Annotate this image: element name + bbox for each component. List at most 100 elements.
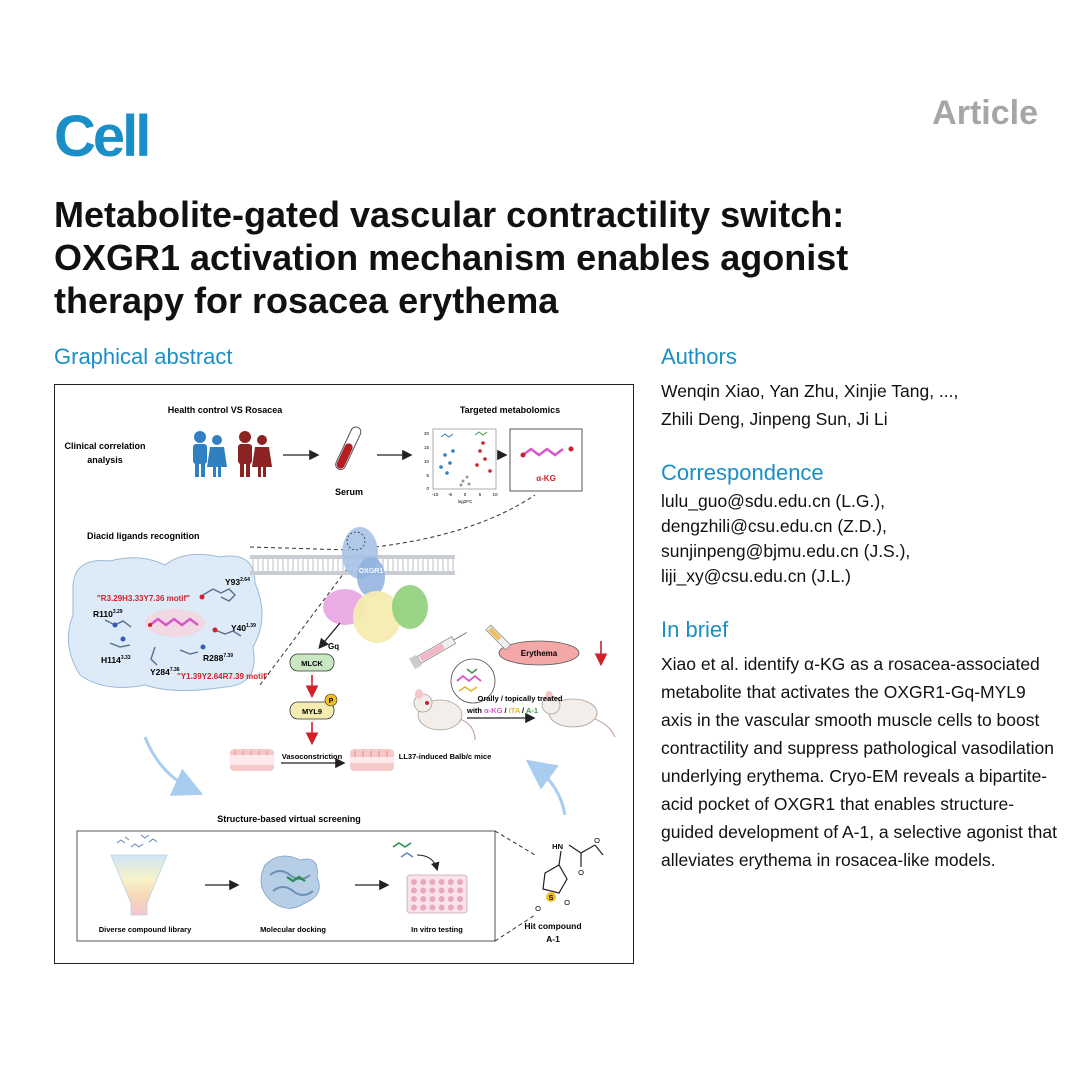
clinical-label-line1: Clinical correlation bbox=[64, 441, 145, 451]
library-label: Diverse compound library bbox=[99, 925, 192, 934]
treatment-compound-icon bbox=[450, 658, 496, 704]
volcano-ytick: 15 bbox=[424, 445, 430, 450]
vessel-before-icon bbox=[230, 749, 274, 771]
plate-well bbox=[438, 887, 445, 894]
authors-heading: Authors bbox=[661, 344, 737, 369]
targeted-metabolomics-label: Targeted metabolomics bbox=[460, 405, 560, 415]
plate-well bbox=[429, 904, 436, 911]
rosacea-people-icon bbox=[238, 431, 272, 477]
myl9-node bbox=[289, 701, 335, 720]
residue-y93: Y932.64 bbox=[225, 577, 250, 587]
journal-logo: Cell bbox=[54, 104, 151, 169]
email-1[interactable]: lulu_guo@sdu.edu.cn (L.G.), bbox=[661, 491, 886, 511]
in-brief-text: Xiao et al. identify α-KG as a rosacea-a… bbox=[661, 654, 1057, 870]
vessel-after-icon bbox=[350, 749, 394, 771]
sulfonyl-o2-label: O bbox=[564, 898, 570, 907]
docking-label: Molecular docking bbox=[260, 925, 326, 934]
volcano-ytick: 10 bbox=[424, 459, 430, 464]
diacid-title: Diacid ligands recognition bbox=[87, 531, 200, 541]
title-line-1: Metabolite-gated vascular contractility … bbox=[54, 194, 845, 235]
mlck-node bbox=[289, 653, 335, 672]
hit-compound-id: A-1 bbox=[546, 934, 560, 944]
phospho-icon bbox=[324, 693, 338, 707]
article-type-label: Article bbox=[932, 94, 1038, 132]
plate-well bbox=[429, 896, 436, 902]
health-people-icon bbox=[193, 431, 227, 477]
hit-compound-label: Hit compound bbox=[524, 921, 581, 931]
screening-title: Structure-based virtual screening bbox=[217, 814, 361, 824]
mouse-untreated-icon bbox=[413, 689, 476, 741]
volcano-ytick: 20 bbox=[424, 431, 430, 436]
in-brief-heading: In brief bbox=[661, 617, 729, 642]
mouse-treated-icon bbox=[541, 691, 616, 738]
ligand-icon bbox=[149, 617, 199, 627]
plate-well bbox=[447, 904, 454, 911]
volcano-plot: 20 15 10 5 0 -10 -5 0 5 10 log2FC bbox=[424, 428, 498, 504]
oxgr1-receptor-structure: OXGR1 bbox=[342, 527, 385, 597]
erythema-label: Erythema bbox=[521, 649, 558, 658]
serum-label: Serum bbox=[335, 487, 363, 497]
volcano-ytick: 0 bbox=[426, 486, 429, 491]
akg-label: α-KG bbox=[536, 474, 556, 483]
well-plate-icon bbox=[392, 842, 468, 914]
plate-well bbox=[457, 896, 463, 902]
graphical-abstract-svg: Health control VS Rosacea Targeted metab… bbox=[64, 405, 616, 944]
email-2[interactable]: dengzhili@csu.edu.cn (Z.D.), bbox=[661, 516, 887, 536]
ester-o-label: O bbox=[594, 836, 600, 845]
clinical-label-line2: analysis bbox=[87, 455, 123, 465]
sulfur-label: S bbox=[549, 895, 554, 902]
myl9-label: MYL9 bbox=[302, 707, 322, 716]
authors-list: Wenqin Xiao, Yan Zhu, Xinjie Tang, ..., … bbox=[661, 377, 1061, 433]
vasoconstriction-label: Vasoconstriction bbox=[282, 752, 343, 761]
plate-well bbox=[457, 879, 463, 885]
graphical-abstract-figure: Health control VS Rosacea Targeted metab… bbox=[54, 384, 634, 964]
title-line-2: OXGR1 activation mechanism enables agoni… bbox=[54, 237, 849, 278]
plate-well bbox=[411, 904, 417, 911]
plate-well bbox=[420, 879, 427, 885]
email-3[interactable]: sunjinpeng@bjmu.edu.cn (J.S.), bbox=[661, 541, 911, 561]
plate-well bbox=[457, 904, 463, 911]
health-vs-rosacea-label: Health control VS Rosacea bbox=[168, 405, 284, 415]
carbonyl-o-label: O bbox=[578, 868, 584, 877]
residue-y284: Y2847.36 bbox=[150, 667, 180, 677]
volcano-xtick: 5 bbox=[479, 492, 482, 497]
volcano-ytick: 5 bbox=[426, 473, 429, 478]
authors-line-2: Zhili Deng, Jinpeng Sun, Ji Li bbox=[661, 409, 888, 429]
correspondence-heading: Correspondence bbox=[661, 460, 824, 485]
email-4[interactable]: liji_xy@csu.edu.cn (J.L.) bbox=[661, 566, 851, 586]
residue-r110: R1103.29 bbox=[93, 609, 123, 619]
title-line-3: therapy for rosacea erythema bbox=[54, 280, 559, 321]
authors-line-1: Wenqin Xiao, Yan Zhu, Xinjie Tang, ..., bbox=[661, 381, 959, 401]
plate-well bbox=[447, 879, 454, 885]
oxgr1-label: OXGR1 bbox=[359, 568, 384, 575]
volcano-xtick: 10 bbox=[492, 492, 498, 497]
docking-protein-icon bbox=[260, 855, 320, 909]
residue-r288: R2887.39 bbox=[203, 653, 233, 663]
akg-box bbox=[509, 428, 583, 492]
pipette-icon bbox=[485, 624, 511, 651]
plate-well bbox=[447, 887, 454, 894]
sulfur-atom bbox=[546, 892, 556, 902]
motif1-label: "R3.29H3.33Y7.36 motif" bbox=[97, 594, 190, 603]
volcano-xtick: -5 bbox=[448, 492, 452, 497]
plate-well bbox=[420, 904, 427, 911]
akg-molecule-icon bbox=[522, 447, 564, 457]
sulfonyl-o1-label: O bbox=[535, 904, 541, 913]
treatment-line2: with α-KG / ITA / A-1 bbox=[466, 706, 538, 715]
correspondence-list: lulu_guo@sdu.edu.cn (L.G.), dengzhili@cs… bbox=[661, 489, 1061, 589]
gq-label: Gq bbox=[328, 642, 339, 651]
erythema-node bbox=[498, 640, 580, 666]
volcano-xlabel: log2FC bbox=[458, 499, 473, 504]
plate-well bbox=[447, 896, 454, 902]
hn-label: HN bbox=[552, 842, 563, 851]
volcano-xtick: 0 bbox=[464, 492, 467, 497]
plate-well bbox=[429, 887, 436, 894]
phospho-label: P bbox=[329, 698, 334, 705]
invitro-label: In vitro testing bbox=[411, 925, 463, 934]
plate-well bbox=[438, 896, 445, 902]
volcano-xtick: -10 bbox=[432, 492, 439, 497]
plate-well bbox=[411, 896, 417, 902]
graphical-abstract-heading: Graphical abstract bbox=[54, 344, 233, 369]
hit-compound-structure bbox=[542, 844, 604, 897]
residue-h114: H1143.33 bbox=[101, 655, 131, 665]
